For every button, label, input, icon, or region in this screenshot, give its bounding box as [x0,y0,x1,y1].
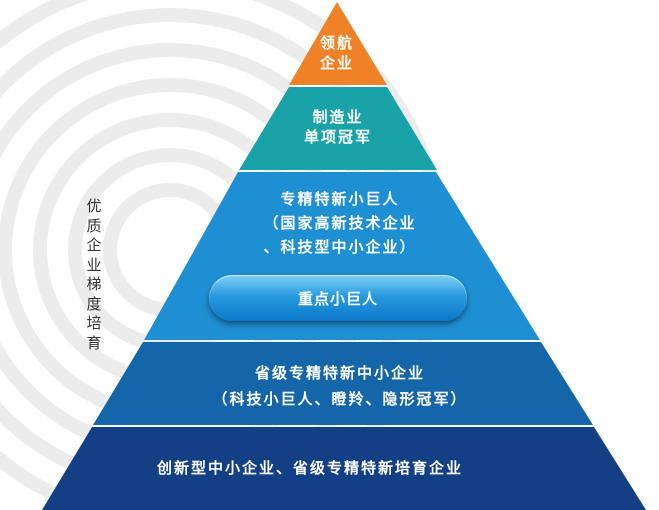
tier-1-label: 领航 企业 [287,33,387,74]
tier-2-line-1: 制造业 [312,108,364,126]
tier-3-line-1: 专精特新小巨人 [280,190,400,208]
tier-5-label: 创新型中小企业、省级专精特新培育企业 [60,458,560,478]
tier-4-label: 省级专精特新中小企业 （科技小巨人、瞪羚、隐形冠军） [140,360,540,412]
tier-1-line-1: 领航 [319,34,354,52]
tier-2-line-2: 单项冠军 [303,128,372,147]
tier-4-line-2: （科技小巨人、瞪羚、隐形冠军） [212,390,468,408]
tier-3-line-3: 、科技型中小企业） [263,238,417,256]
tier-4-line-1: 省级专精特新中小企业 [254,364,425,382]
tier-1-line-2: 企业 [319,54,354,73]
side-label: 优质企业梯度培育 [86,197,102,352]
tier-5-line-1: 创新型中小企业、省级专精特新培育企业 [156,459,463,477]
tier-4-shape [93,342,593,425]
tier-3-label: 专精特新小巨人 （国家高新技术企业 、科技型中小企业） [190,187,490,259]
tier-5-shape [42,427,646,510]
tier-2-label: 制造业 单项冠军 [238,107,438,148]
highlight-button[interactable]: 重点小巨人 [209,275,467,321]
highlight-button-label: 重点小巨人 [297,289,378,308]
tier-3-line-2: （国家高新技术企业 [263,214,417,232]
tier-1-shape [289,2,387,85]
tier-2-shape [239,87,437,170]
